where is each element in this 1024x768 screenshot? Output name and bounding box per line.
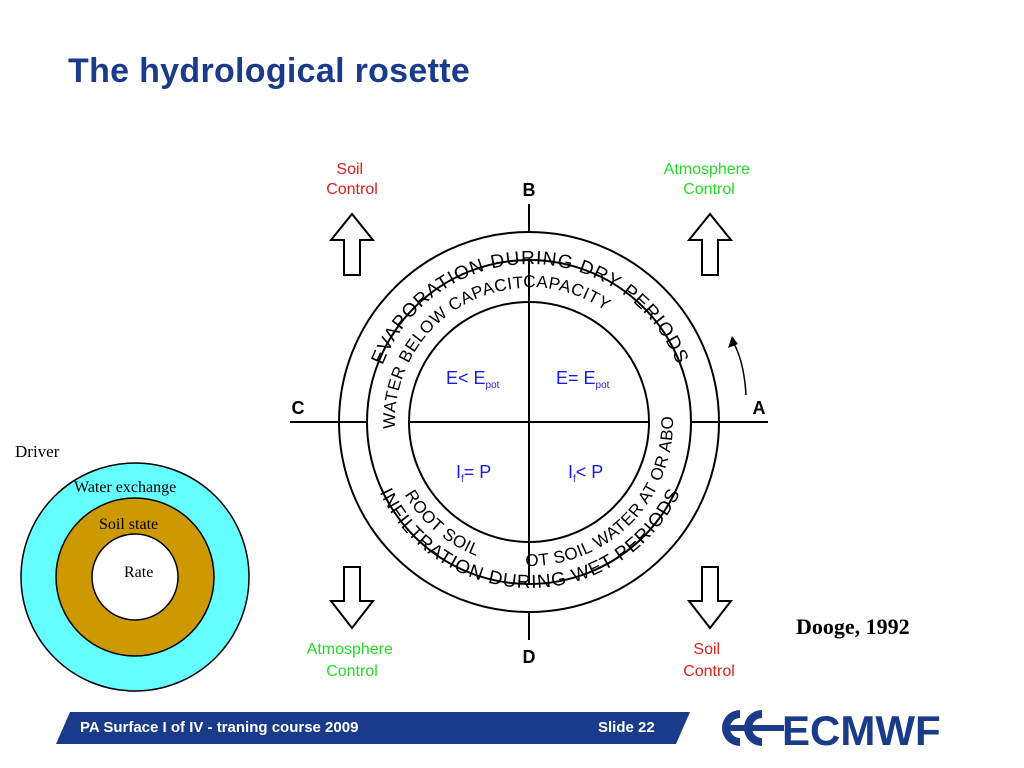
quadrant-bottom-right-formula: If< P <box>568 462 603 485</box>
legend-water-exchange-label: Water exchange <box>74 479 177 496</box>
quadrant-top-right-formula: E= Epot <box>556 368 610 391</box>
up-arrow-icon-right <box>686 212 734 276</box>
axis-label-a: A <box>753 398 766 418</box>
down-arrow-icon-left <box>328 566 376 630</box>
axis-label-c: C <box>292 398 305 418</box>
footer-bar <box>56 712 690 744</box>
ecmwf-logo: ECMWF <box>722 707 941 750</box>
svg-text:ECMWF: ECMWF <box>782 707 941 750</box>
legend-driver-label: Driver <box>15 442 60 461</box>
legend-rate-label: Rate <box>124 564 154 581</box>
bottom-left-atmosphere-control-label: Atmosphere Control <box>307 641 398 680</box>
axis-label-b: B <box>523 180 536 200</box>
legend-soil-state-label: Soil state <box>99 516 159 533</box>
quadrant-bottom-left-formula: If= P <box>456 462 491 485</box>
slide-title: The hydrological rosette <box>68 52 471 90</box>
axis-label-d: D <box>523 647 536 667</box>
footer-course-title: PA Surface I of IV - traning course 2009 <box>80 719 359 736</box>
bottom-right-soil-control-label: Soil Control <box>683 641 735 680</box>
legend-rate-circle <box>91 533 179 621</box>
top-left-soil-control-label: Soil Control <box>326 161 378 198</box>
rotation-arrow-icon <box>731 339 747 396</box>
top-right-atmosphere-control-label: Atmosphere Control <box>664 161 755 198</box>
up-arrow-icon-left <box>328 212 376 276</box>
footer-slide-number: Slide 22 <box>598 719 655 736</box>
quadrant-top-left-formula: E< Epot <box>446 368 500 391</box>
down-arrow-icon-right <box>686 566 734 630</box>
citation: Dooge, 1992 <box>796 614 910 639</box>
